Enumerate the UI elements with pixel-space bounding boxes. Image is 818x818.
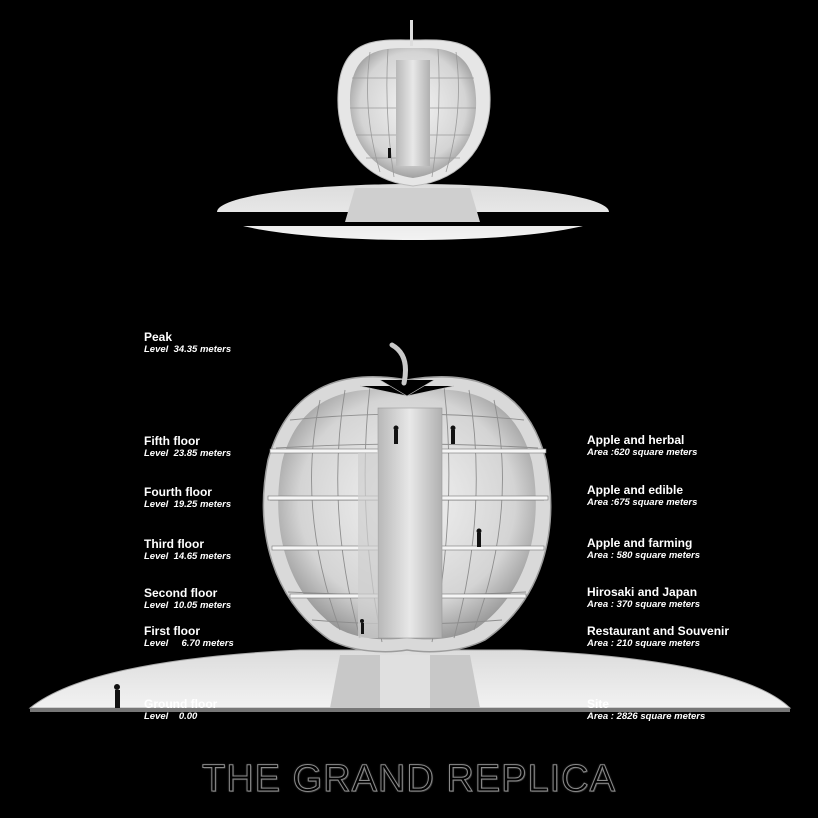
- program-area: Area : 2826 square meters: [587, 711, 706, 722]
- program-label-edible: Apple and edible Area :675 square meters: [587, 484, 697, 508]
- program-name: Apple and edible: [587, 483, 684, 497]
- level-name: Fifth floor: [144, 434, 200, 448]
- program-name: Apple and herbal: [587, 433, 685, 447]
- level-name: Third floor: [144, 537, 204, 551]
- program-area: Area :620 square meters: [587, 447, 698, 458]
- level-label-second-floor: Second floor Level 10.05 meters: [144, 587, 231, 611]
- program-label-restaurant: Restaurant and Souvenir Area : 210 squar…: [587, 625, 729, 649]
- level-value: Level 23.85 meters: [144, 448, 232, 459]
- level-value: Level 19.25 meters: [144, 499, 232, 510]
- level-name: Peak: [144, 330, 173, 344]
- program-label-farming: Apple and farming Area : 580 square mete…: [587, 537, 700, 561]
- program-area: Area :675 square meters: [587, 497, 698, 508]
- program-name: Restaurant and Souvenir: [587, 624, 730, 638]
- top-elevation-view: [215, 20, 611, 240]
- level-label-fourth-floor: Fourth floor Level 19.25 meters: [144, 486, 231, 510]
- program-label-site: Site Area : 2826 square meters: [587, 698, 705, 722]
- level-label-peak: Peak Level 34.35 meters: [144, 331, 231, 355]
- level-label-third-floor: Third floor Level 14.65 meters: [144, 538, 231, 562]
- level-name: Second floor: [144, 586, 218, 600]
- level-value: Level 14.65 meters: [144, 551, 232, 562]
- level-label-fifth-floor: Fifth floor Level 23.85 meters: [144, 435, 231, 459]
- program-name: Hirosaki and Japan: [587, 585, 698, 599]
- level-name: First floor: [144, 624, 200, 638]
- program-label-herbal: Apple and herbal Area :620 square meters: [587, 434, 697, 458]
- program-area: Area : 580 square meters: [587, 550, 701, 561]
- drawing-title: THE GRAND REPLICA: [202, 758, 616, 801]
- level-value: Level 6.70 meters: [144, 638, 234, 649]
- main-section-view: [28, 342, 792, 712]
- program-area: Area : 210 square meters: [587, 638, 701, 649]
- level-name: Fourth floor: [144, 485, 212, 499]
- program-name: Site: [587, 697, 610, 711]
- level-label-first-floor: First floor Level 6.70 meters: [144, 625, 234, 649]
- level-label-ground-floor: Ground floor Level 0.00: [144, 698, 217, 722]
- program-name: Apple and farming: [587, 536, 693, 550]
- program-label-hirosaki: Hirosaki and Japan Area : 370 square met…: [587, 586, 700, 610]
- level-name: Ground floor: [144, 697, 218, 711]
- level-value: Level 10.05 meters: [144, 600, 232, 611]
- level-value: Level 0.00: [144, 711, 198, 722]
- level-value: Level 34.35 meters: [144, 344, 232, 355]
- program-area: Area : 370 square meters: [587, 599, 701, 610]
